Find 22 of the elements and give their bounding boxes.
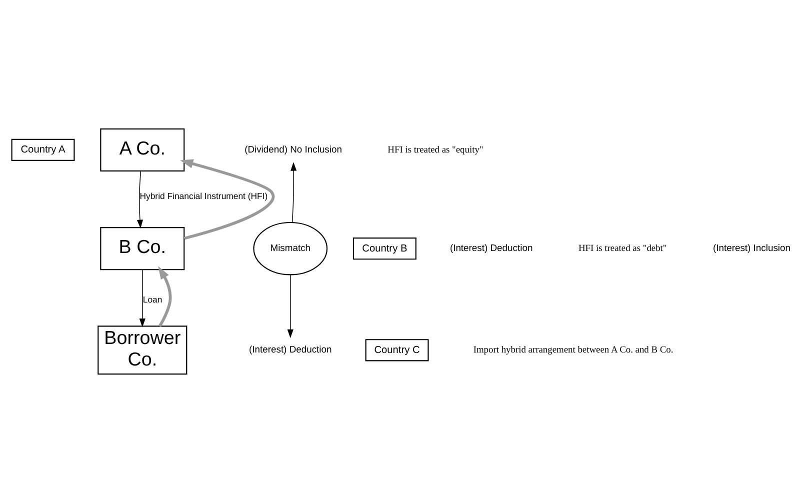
label: (Interest) Inclusion xyxy=(713,242,791,253)
edge-label: Hybrid Financial Instrument (HFI) xyxy=(140,190,268,200)
node-box: Country B xyxy=(352,237,416,260)
arrow xyxy=(136,170,144,228)
arrow xyxy=(290,162,297,222)
label: (Interest) Deduction xyxy=(450,242,533,253)
label: Import hybrid arrangement between A Co. and B Co. xyxy=(473,345,674,356)
node-text: (Dividend) No Inclusion xyxy=(244,142,342,154)
node-box: Country C xyxy=(365,338,429,361)
node-box: Borrower Co. xyxy=(98,325,188,374)
edge-label: Loan xyxy=(142,294,162,304)
node-ellipse: Mismatch xyxy=(253,221,328,275)
node-box: Country A xyxy=(11,138,75,160)
arrow xyxy=(180,158,275,240)
arrow xyxy=(139,268,146,327)
label: HFI is treated as "debt" xyxy=(578,244,667,254)
arrow xyxy=(158,266,172,326)
arrow xyxy=(287,274,294,338)
node-box: B Co. xyxy=(100,226,185,270)
label: HFI is treated as "equity" xyxy=(388,144,484,155)
node-text: (Interest) Deduction xyxy=(249,343,332,354)
node-box: A Co. xyxy=(100,128,185,172)
